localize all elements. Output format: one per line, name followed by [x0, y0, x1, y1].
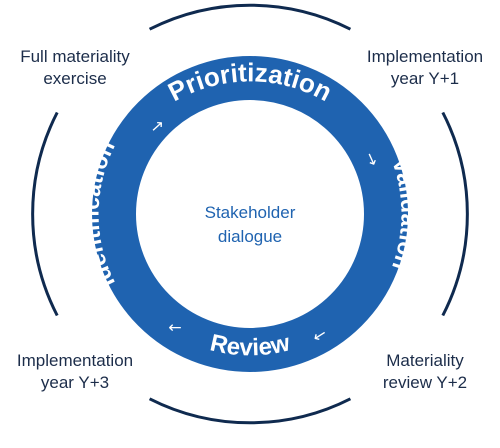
corner-label-materiality-review-y2: Materiality review Y+2 — [350, 350, 500, 394]
corner-label-line1: Materiality — [386, 351, 464, 370]
outer-ring-top-arc — [148, 3, 352, 31]
corner-label-full-materiality: Full materiality exercise — [0, 46, 150, 90]
process-ring — [92, 56, 408, 372]
corner-label-line1: Implementation — [366, 47, 484, 66]
arrow-right-icon: → — [168, 319, 181, 338]
center-label-line1: Stakeholder — [204, 203, 296, 222]
outer-ring — [31, 3, 469, 425]
center-label-line2: dialogue — [217, 227, 283, 246]
corner-label-line1: Implementation — [16, 351, 134, 370]
corner-label-implementation-y3: Implementation year Y+3 — [0, 350, 150, 394]
ring-step-review: Review — [208, 329, 293, 361]
outer-ring-left-arc — [31, 111, 59, 317]
corner-label-line2: exercise — [43, 69, 107, 88]
outer-ring-right-arc — [441, 111, 469, 317]
center-label: Stakeholder dialogue — [170, 201, 330, 249]
corner-label-line2: year Y+3 — [40, 373, 110, 392]
outer-ring-bottom-arc — [148, 397, 352, 425]
corner-label-line2: review Y+2 — [382, 373, 468, 392]
corner-label-implementation-y1: Implementation year Y+1 — [350, 46, 500, 90]
corner-label-line2: year Y+1 — [390, 69, 460, 88]
corner-label-line1: Full materiality — [20, 47, 130, 66]
